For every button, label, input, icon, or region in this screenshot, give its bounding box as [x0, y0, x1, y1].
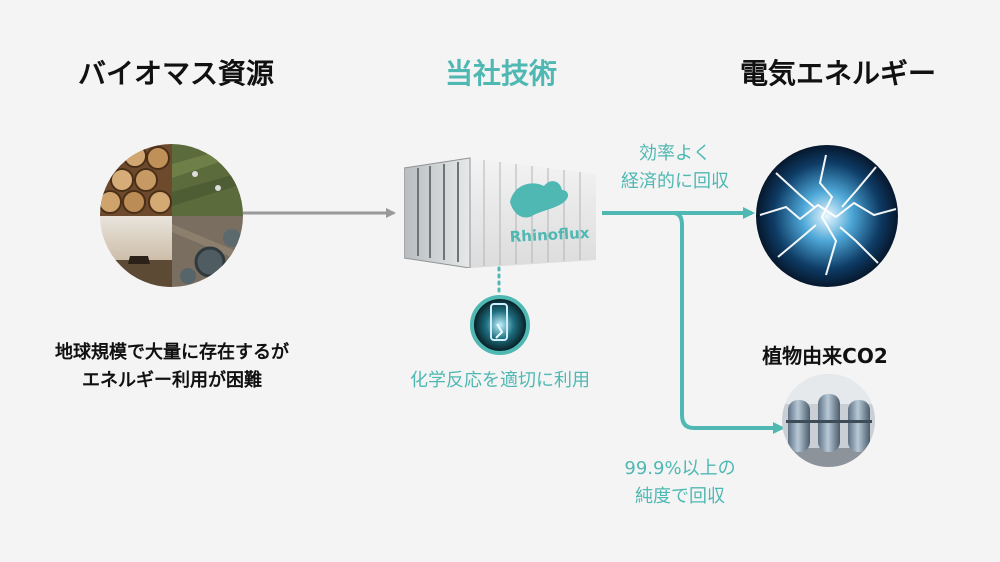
purity-label-line-2: 純度で回収: [635, 486, 725, 507]
technology-title: 当社技術: [445, 57, 558, 90]
biomass-collage-icon: [100, 144, 243, 287]
purity-label-line-1: 99.9%以上の: [624, 458, 736, 479]
biomass-title: バイオマス資源: [78, 57, 275, 90]
container-brand-text: Rhinoflux: [509, 224, 590, 246]
reactor-closeup-icon: [469, 294, 531, 356]
efficiency-label: 効率よく 経済的に回収: [590, 140, 760, 196]
gas-tanks-icon: [782, 374, 875, 467]
technology-caption: 化学反応を適切に利用: [410, 370, 590, 391]
shipping-container-icon: Rhinoflux: [403, 156, 596, 269]
purity-label: 99.9%以上の 純度で回収: [580, 455, 780, 511]
efficiency-label-line-2: 経済的に回収: [621, 171, 729, 192]
biomass-caption-line-1: 地球規模で大量に存在するが: [55, 342, 289, 363]
technology-to-co2-arrow: [672, 211, 785, 434]
biomass-caption: 地球規模で大量に存在するが エネルギー利用が困難: [22, 339, 322, 395]
biomass-caption-line-2: エネルギー利用が困難: [82, 370, 262, 391]
efficiency-label-line-1: 効率よく: [639, 143, 711, 164]
co2-title: 植物由来CO2: [762, 344, 888, 368]
electric-energy-title: 電気エネルギー: [740, 57, 937, 90]
electricity-icon: [756, 145, 898, 287]
